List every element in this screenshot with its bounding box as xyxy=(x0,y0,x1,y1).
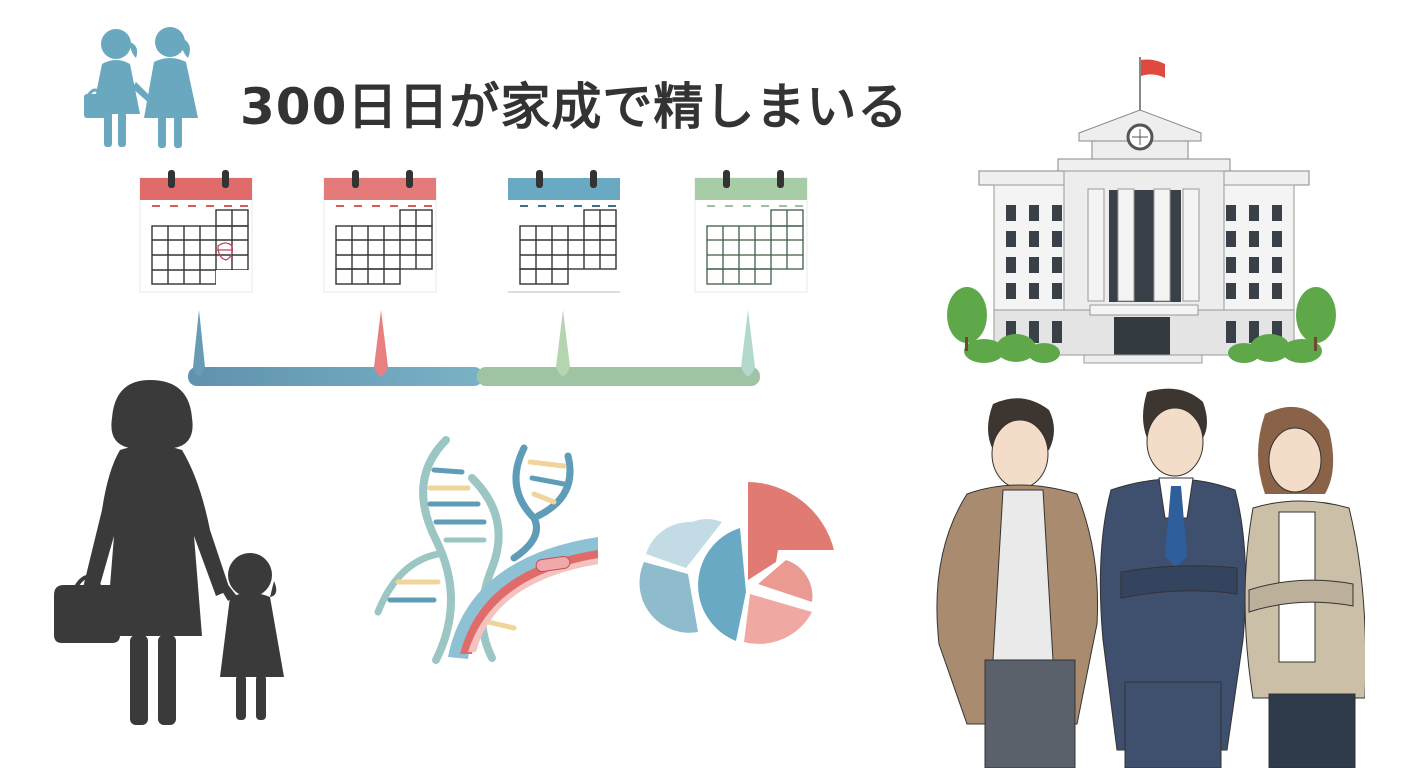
calendar-icon-3 xyxy=(506,170,621,295)
children-silhouette-icon xyxy=(78,22,203,154)
timeline-bar xyxy=(185,305,765,390)
business-people-icon xyxy=(915,382,1365,768)
dna-blood-vessel-icon xyxy=(368,432,598,667)
pie-chart-icon xyxy=(636,476,841,646)
page-title: 300日日が家成で精しまいる xyxy=(240,78,909,136)
government-building-icon xyxy=(944,55,1339,365)
mother-child-silhouette-icon xyxy=(50,375,290,735)
calendar-icon-1 xyxy=(138,170,253,295)
calendar-icon-2 xyxy=(322,170,437,295)
calendar-icon-4 xyxy=(693,170,808,295)
